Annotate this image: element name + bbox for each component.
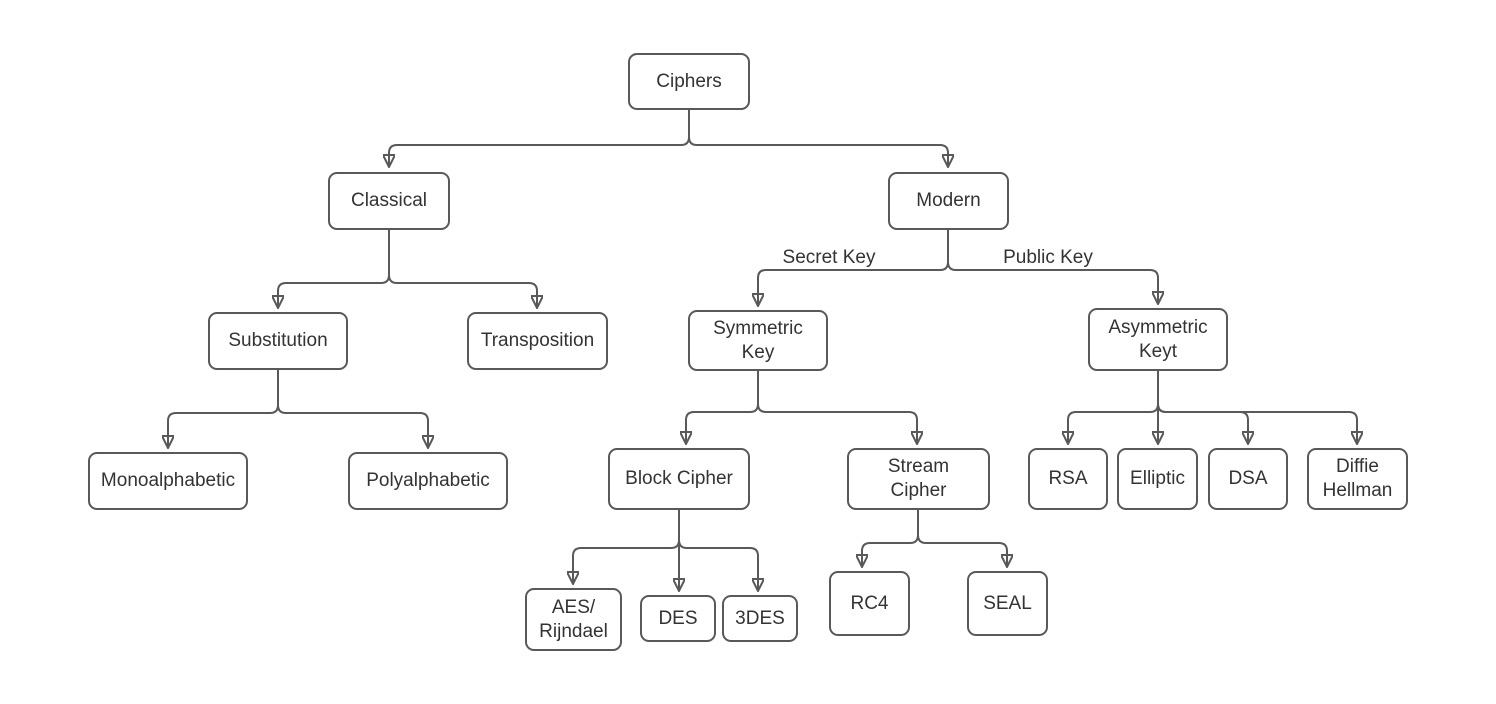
node-modern: Modern	[888, 172, 1009, 230]
edge-asymmetric-diffie-hellman	[1157, 371, 1357, 444]
edge-symmetric-block-cipher	[686, 371, 759, 444]
edge-classical-substitution	[278, 230, 390, 308]
node-symmetric-key: Symmetric Key	[688, 310, 828, 371]
node-transposition: Transposition	[467, 312, 608, 370]
edge-substitution-polyalphabetic	[277, 370, 428, 448]
node-substitution: Substitution	[208, 312, 348, 370]
edge-ciphers-modern	[688, 110, 948, 167]
node-polyalphabetic: Polyalphabetic	[348, 452, 508, 510]
edge-block-3des	[678, 510, 758, 591]
node-dsa: DSA	[1208, 448, 1288, 510]
node-aes-rijndael: AES/ Rijndael	[525, 588, 622, 651]
edge-asymmetric-rsa	[1068, 371, 1159, 444]
edge-ciphers-classical	[389, 110, 690, 167]
node-seal: SEAL	[967, 571, 1048, 636]
node-diffie-hellman: Diffie Hellman	[1307, 448, 1408, 510]
edge-label-secret-key: Secret Key	[782, 247, 876, 268]
node-ciphers: Ciphers	[628, 53, 750, 110]
edge-asymmetric-dsa	[1157, 371, 1248, 444]
node-3des: 3DES	[722, 595, 798, 642]
node-asymmetric-key: Asymmetric Keyt	[1088, 308, 1228, 371]
edge-stream-rc4	[862, 510, 919, 567]
node-stream-cipher: Stream Cipher	[847, 448, 990, 510]
node-elliptic: Elliptic	[1117, 448, 1198, 510]
node-classical: Classical	[328, 172, 450, 230]
node-monoalphabetic: Monoalphabetic	[88, 452, 248, 510]
edge-symmetric-stream-cipher	[757, 371, 917, 444]
edge-block-aes	[573, 510, 680, 584]
edge-classical-transposition	[388, 230, 537, 308]
node-block-cipher: Block Cipher	[608, 448, 750, 510]
edge-label-public-key: Public Key	[1003, 247, 1093, 268]
node-rsa: RSA	[1028, 448, 1108, 510]
edge-substitution-monoalphabetic	[168, 370, 279, 448]
edge-modern-asymmetric	[947, 230, 1158, 304]
node-des: DES	[640, 595, 716, 642]
node-rc4: RC4	[829, 571, 910, 636]
edge-stream-seal	[917, 510, 1007, 567]
